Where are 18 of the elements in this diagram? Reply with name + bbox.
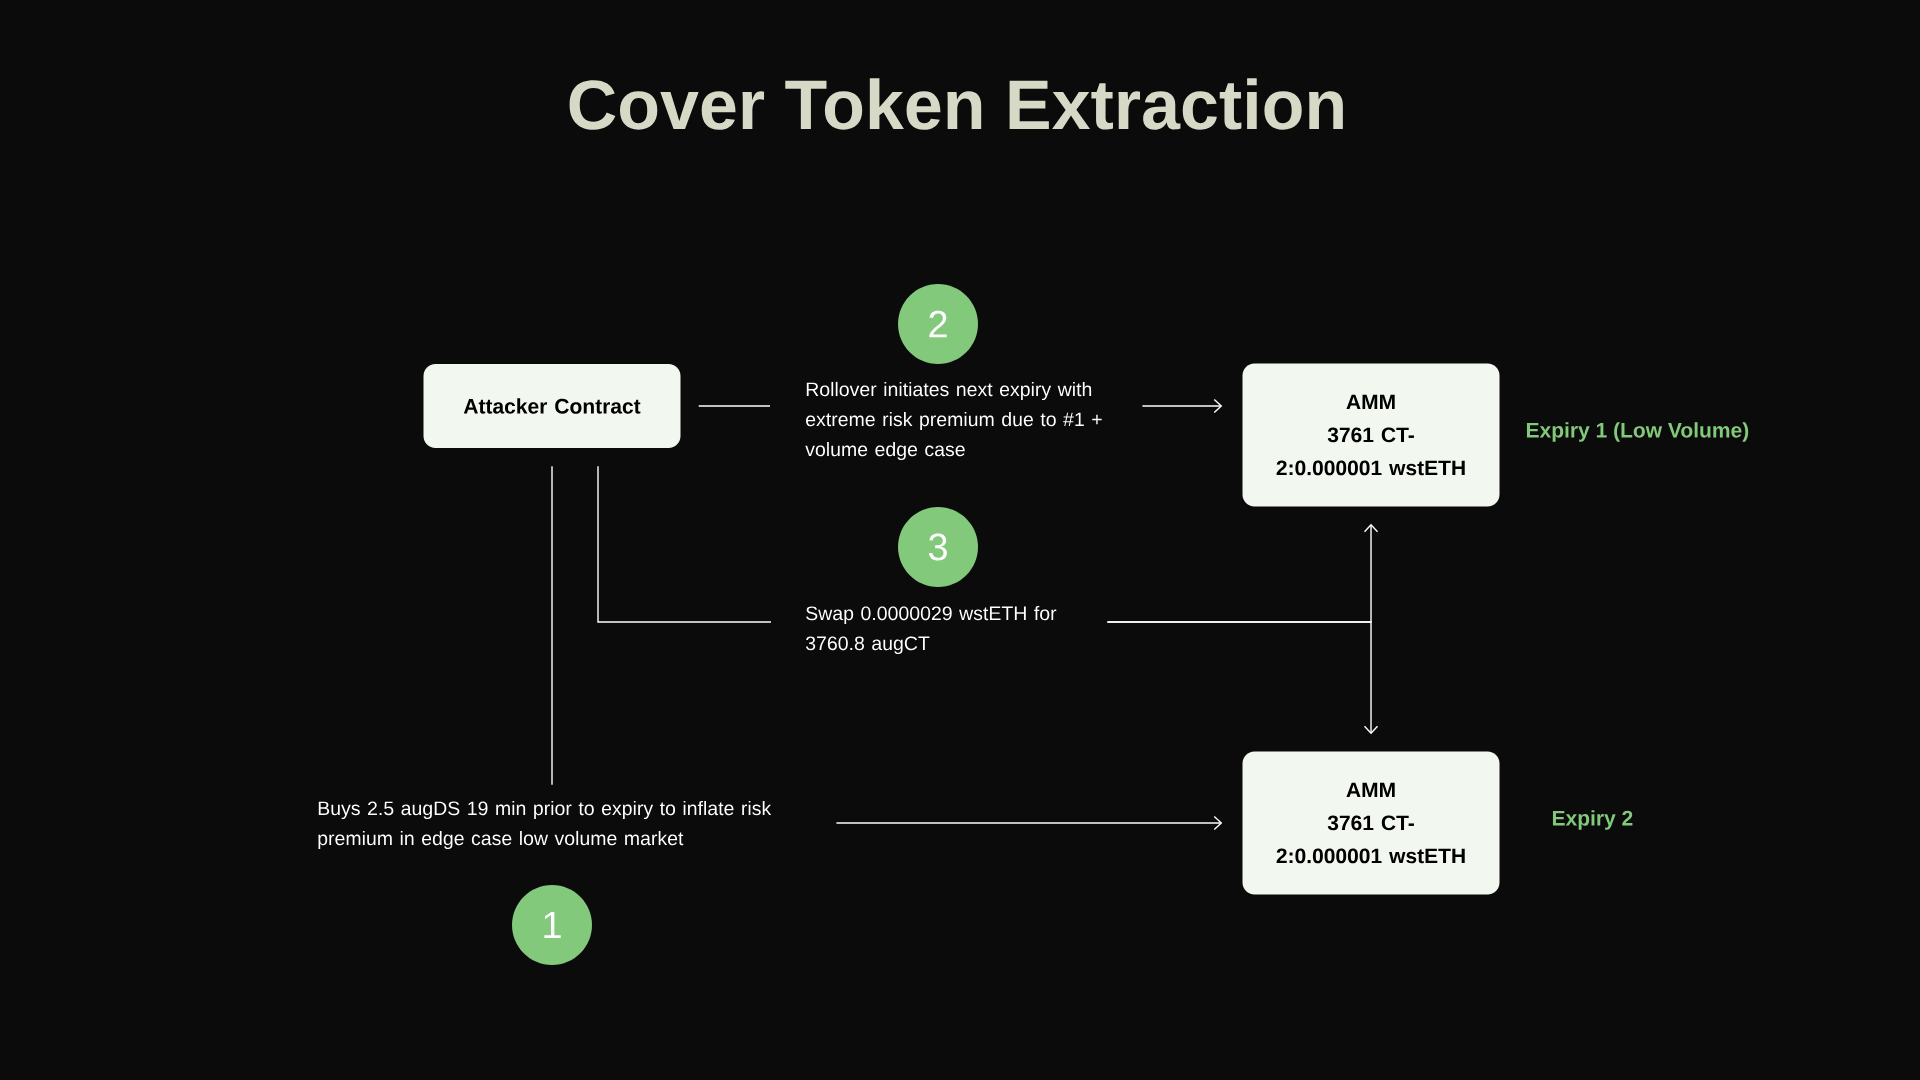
step-text: Buys 2.5 augDS 19 min prior to expiry to inflate risk premium in edge case low volume market (318, 800, 772, 850)
arrow (1106, 621, 1379, 735)
process-box: AMM 3761 CT-2:0.000001 wstETH (1242, 751, 1500, 895)
number-badge: 3 (898, 507, 978, 587)
arrow (1141, 398, 1223, 414)
process-box: Attacker Contract (423, 364, 681, 448)
expiry-label: Expiry 2 (1552, 810, 1633, 830)
arrow (835, 815, 1223, 831)
connector-line (597, 465, 772, 623)
step-text: Swap 0.0000029 wstETH for 3760.8 augCT (805, 605, 1057, 655)
connector-line (551, 465, 553, 786)
connector-line (698, 405, 771, 407)
step-text: Rollover initiates next expiry with extreme risk premium due to #1 + volume edge case (805, 381, 1102, 461)
number-badge: 2 (898, 284, 978, 364)
process-box: AMM 3761 CT-2:0.000001 wstETH (1242, 363, 1500, 507)
number-badge: 1 (512, 885, 592, 965)
title: Cover Token Extraction (569, 78, 1343, 130)
expiry-label: Expiry 1 (Low Volume) (1526, 422, 1749, 442)
